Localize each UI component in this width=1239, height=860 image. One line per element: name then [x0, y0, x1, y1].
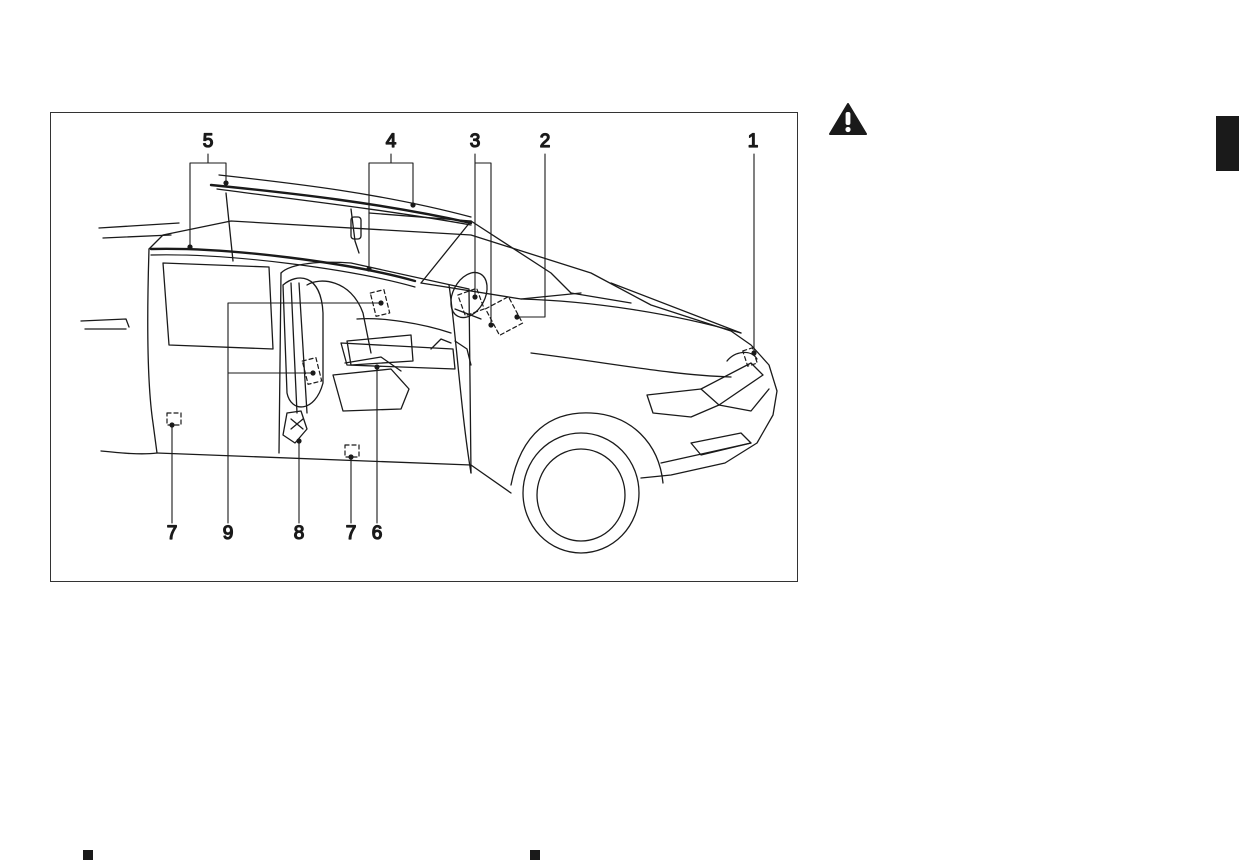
callout-6: 6 — [372, 523, 383, 544]
section-bullet-right — [530, 850, 540, 860]
callout-9: 9 — [223, 523, 234, 544]
callout-1: 1 — [748, 131, 759, 152]
callout-4: 4 — [386, 131, 397, 152]
callout-8: 8 — [294, 523, 305, 544]
callout-2: 2 — [540, 131, 551, 152]
callout-7-left: 7 — [167, 523, 178, 544]
callout-5: 5 — [203, 131, 214, 152]
chapter-tab — [1216, 116, 1239, 171]
section-bullet-left — [83, 850, 93, 860]
warning-triangle-icon — [829, 103, 867, 135]
vehicle-cutaway-illustration: 1 2 3 4 5 6 7 7 8 9 — [80, 130, 778, 554]
callout-7-right: 7 — [346, 523, 357, 544]
callout-3: 3 — [470, 131, 481, 152]
airbag-location-figure: 1 2 3 4 5 6 7 7 8 9 — [50, 112, 798, 582]
